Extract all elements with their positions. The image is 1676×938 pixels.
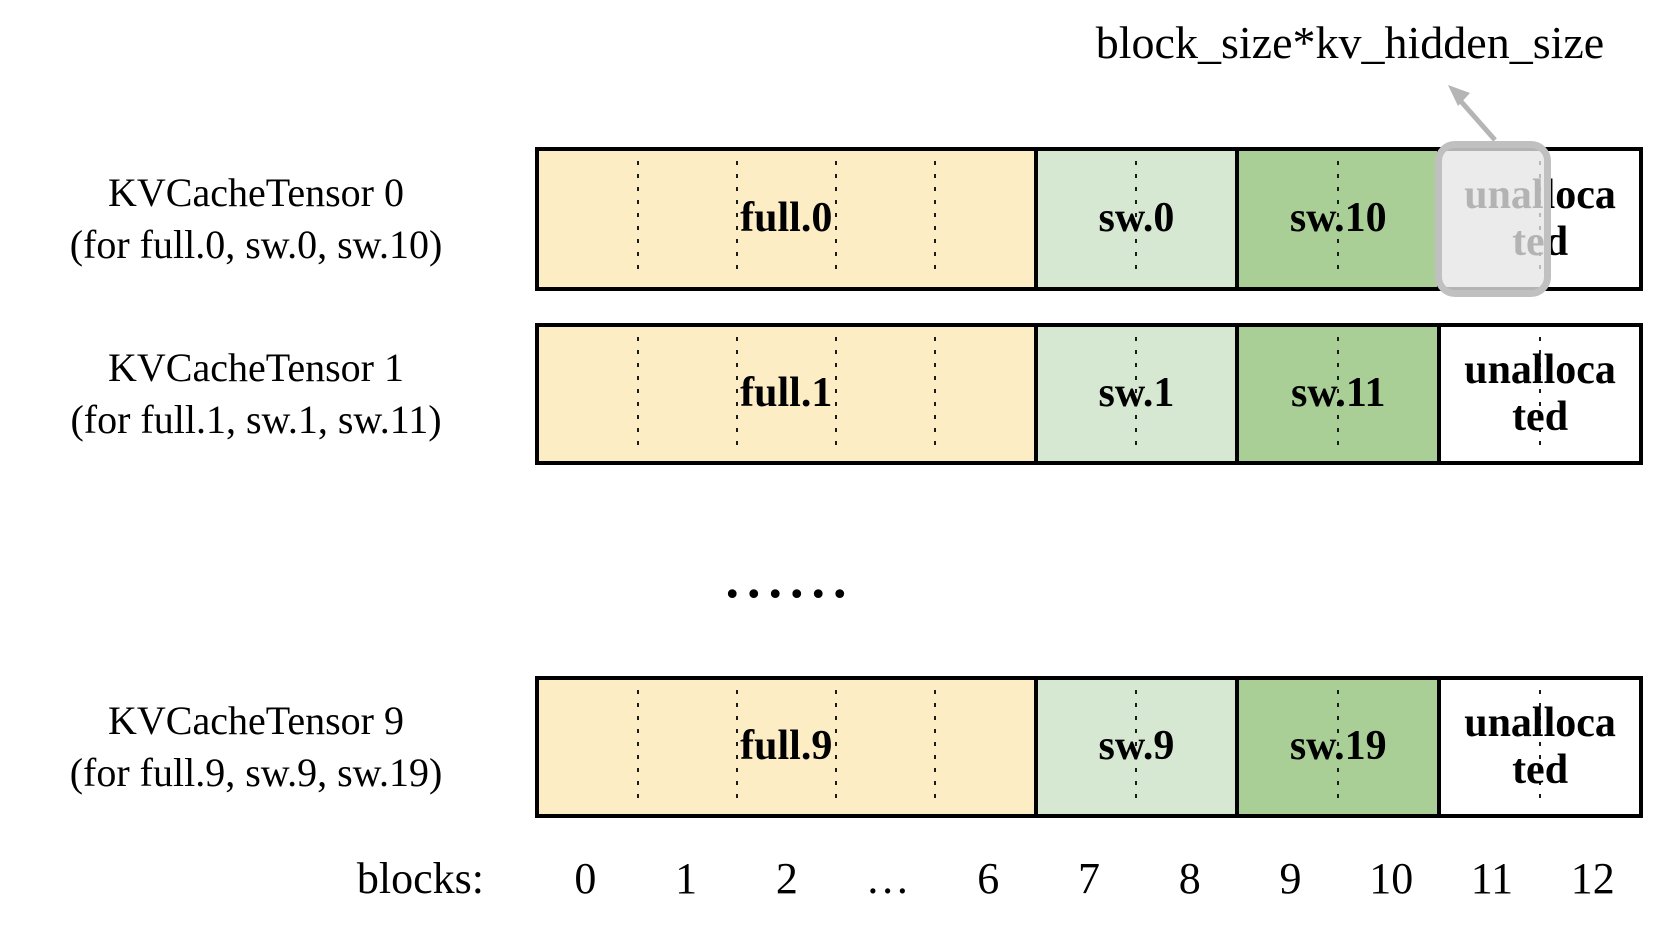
segment-sw-19: sw.19 (1235, 680, 1438, 814)
axis-tick: 10 (1369, 853, 1414, 903)
axis-tick: 1 (675, 853, 698, 903)
axis-tick: 11 (1470, 853, 1514, 903)
segment-unallocated-0: unalloca ted (1437, 151, 1639, 287)
axis-tick: 12 (1570, 853, 1615, 903)
segment-sw-9: sw.9 (1033, 680, 1236, 814)
row-subtitle: (for full.0, sw.0, sw.10) (69, 222, 443, 267)
blocks-axis: blocks: 0 1 2 … 6 7 8 9 10 11 12 (0, 846, 1676, 910)
segment-unallocated-9: unalloca ted (1437, 680, 1639, 814)
kv-cache-tensor-9-bar: full.9 sw.9 sw.19 unalloca ted (535, 676, 1643, 818)
axis-tick: … (865, 853, 910, 903)
segment-sw-0: sw.0 (1033, 151, 1236, 287)
row-title: KVCacheTensor 0 (108, 170, 404, 215)
row-title: KVCacheTensor 9 (108, 698, 404, 743)
kv-cache-tensor-0-bar: full.0 sw.0 sw.10 unalloca ted (535, 141, 1643, 297)
axis-tick: 8 (1178, 853, 1201, 903)
kv-cache-tensor-1-bar: full.1 sw.1 sw.11 unalloca ted (535, 323, 1643, 465)
axis-tick: 9 (1279, 853, 1302, 903)
segment-full-9: full.9 (539, 680, 1034, 814)
row-title: KVCacheTensor 1 (108, 345, 404, 390)
segment-sw-11: sw.11 (1235, 327, 1438, 461)
segment-sw-1: sw.1 (1033, 327, 1236, 461)
axis-tick: 6 (977, 853, 1000, 903)
axis-ticks: 0 1 2 … 6 7 8 9 10 11 12 (535, 846, 1643, 910)
rows-ellipsis: ...... (725, 549, 855, 609)
row-label-kvcachetensor-1: KVCacheTensor 1 (for full.1, sw.1, sw.11… (0, 323, 512, 465)
row-label-kvcachetensor-0: KVCacheTensor 0 (for full.0, sw.0, sw.10… (0, 147, 512, 291)
arrow-icon (1400, 73, 1520, 153)
axis-tick: 7 (1078, 853, 1101, 903)
annotation-label: block_size*kv_hidden_size (1095, 17, 1605, 68)
segment-sw-10: sw.10 (1235, 151, 1438, 287)
axis-caption: blocks: (356, 853, 484, 903)
axis-tick: 0 (574, 853, 597, 903)
segment-unallocated-1: unalloca ted (1437, 327, 1639, 461)
segment-full-1: full.1 (539, 327, 1034, 461)
row-label-kvcachetensor-9: KVCacheTensor 9 (for full.9, sw.9, sw.19… (0, 676, 512, 818)
axis-tick: 2 (775, 853, 798, 903)
row-subtitle: (for full.1, sw.1, sw.11) (70, 397, 442, 442)
row-subtitle: (for full.9, sw.9, sw.19) (69, 750, 443, 795)
segment-full-0: full.0 (539, 151, 1034, 287)
